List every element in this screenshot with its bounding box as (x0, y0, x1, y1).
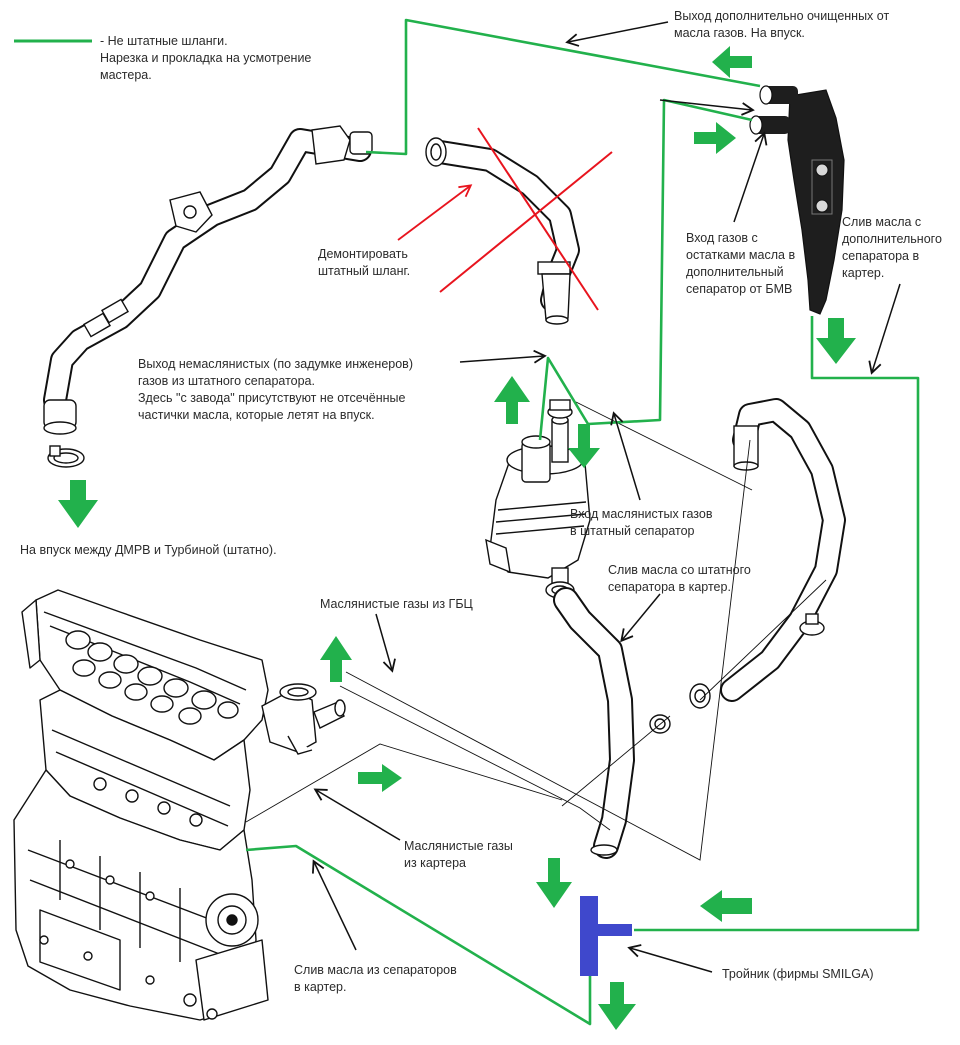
custom-hoses (245, 18, 920, 1026)
label-intake-stock: На впуск между ДМРВ и Турбиной (штатно). (20, 543, 277, 557)
label-remove-hose: Демонтировать штатный шланг. (318, 247, 411, 278)
strike-line-1 (477, 127, 599, 311)
label-tee: Тройник (фирмы SMILGA) (722, 967, 874, 981)
assembly-leader-lines (245, 401, 827, 861)
label-oily-gases-head: Маслянистые газы из ГБЦ (320, 597, 473, 611)
label-oil-drain-extra: Слив масла с дополнительного сепаратора … (842, 215, 942, 280)
stock-intake-hose (43, 128, 372, 432)
stock-oily-gas-hose (720, 398, 846, 702)
label-oil-drain-separators: Слив масла из сепараторов в картер. (294, 963, 457, 994)
drain-hose-end (590, 844, 618, 856)
label-oily-inlet-stock: Вход маслянистых газов в штатный сепарат… (570, 507, 713, 538)
label-outlet-clean: Выход дополнительно очищенных от масла г… (674, 9, 890, 40)
stock-intake-hose-details (43, 125, 373, 468)
stock-separator (485, 415, 591, 587)
head-breather-fitting (261, 683, 346, 755)
stock-drain-hose (553, 587, 635, 859)
pointer-arrows (311, 21, 901, 973)
label-outlet-stock: Выход немаслянистых (по задумке инженеро… (138, 357, 413, 422)
strike-line-2 (439, 151, 613, 293)
legend-text: - Не штатные шланги. Нарезка и прокладка… (100, 34, 312, 82)
flow-arrows-green (58, 46, 856, 1030)
label-gas-inlet-bmw: Вход газов с остатками масла в дополните… (686, 231, 796, 296)
removed-hose-ends (425, 137, 571, 325)
tee-fitting (580, 896, 632, 976)
engine-block (13, 589, 269, 1021)
label-oily-gases-crankcase: Маслянистые газы из картера (404, 839, 513, 870)
label-oil-drain-stock: Слив масла со штатного сепаратора в карт… (608, 563, 751, 594)
bmw-separator (749, 85, 845, 315)
red-pointer-arrow (397, 184, 473, 241)
